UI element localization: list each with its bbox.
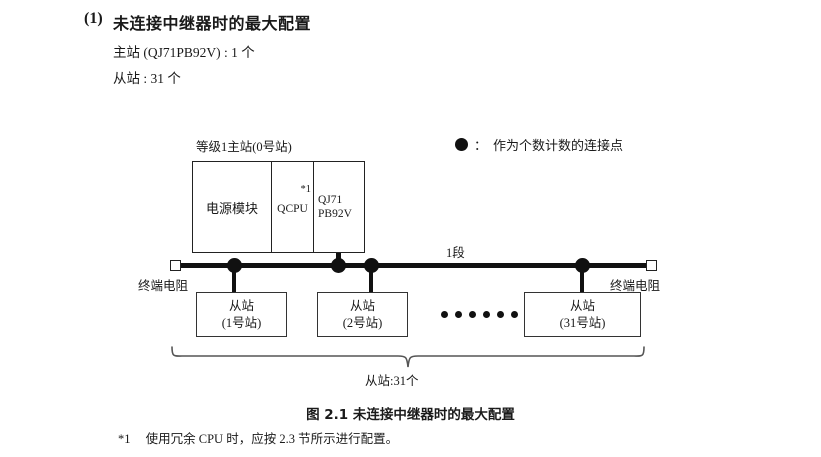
power-module-label: 电源模块 <box>205 200 258 216</box>
terminator-left-label: 终端电阻 <box>138 279 189 293</box>
network-module-label-line2: PB92V <box>318 208 352 220</box>
ellipsis-dot <box>497 311 504 318</box>
figure-caption: 图 2.1 未连接中继器时的最大配置 <box>306 407 515 423</box>
footnote-text: 使用冗余 CPU 时，应按 2.3 节所示进行配置。 <box>145 432 399 446</box>
drop-line-slave1 <box>232 265 236 293</box>
legend: ： 作为个数计数的连接点 <box>455 135 623 154</box>
master-station-label: 等级1主站(0号站) <box>196 140 292 154</box>
slave-station-box-1: 从站 (1号站) <box>196 292 287 337</box>
filled-circle-icon <box>455 138 468 151</box>
legend-separator: ： <box>474 138 488 153</box>
terminator-right-label: 终端电阻 <box>610 279 661 293</box>
power-module-cell: 电源模块 <box>193 162 272 252</box>
spec-slave-count: 从站 : 31 个 <box>113 71 181 86</box>
master-station-module: 电源模块 QCPU *1 QJ71 PB92V <box>192 161 365 253</box>
cpu-module-label: QCPU <box>277 203 308 215</box>
slave-station-box-31: 从站 (31号站) <box>524 292 641 337</box>
network-module-label-line1: QJ71 <box>318 193 343 206</box>
brace-label: 从站:31个 <box>365 374 419 388</box>
spec-master-count: 主站 (QJ71PB92V) : 1 个 <box>113 45 255 60</box>
footnote-mark: *1 <box>118 432 131 446</box>
slave-name: 从站 <box>349 299 375 314</box>
ellipsis-dot <box>483 311 490 318</box>
ellipsis-dot <box>455 311 462 318</box>
legend-label: 作为个数计数的连接点 <box>493 138 624 153</box>
slave-count-brace <box>171 346 645 368</box>
terminator-left-icon <box>170 260 181 271</box>
slave-station-box-2: 从站 (2号站) <box>317 292 408 337</box>
cpu-module-cell: QCPU *1 <box>272 162 314 252</box>
ellipsis-dot <box>511 311 518 318</box>
terminator-right-icon <box>646 260 657 271</box>
segment-label: 1段 <box>446 246 465 260</box>
drop-line-slave2 <box>369 265 373 293</box>
connection-node-master <box>331 258 346 273</box>
slave-station-number: (31号站) <box>559 315 606 330</box>
page-title: 未连接中继器时的最大配置 <box>113 14 312 33</box>
slave-name: 从站 <box>569 299 595 314</box>
network-module-label: QJ71 PB92V <box>318 193 352 222</box>
bus-trunk-line <box>177 263 651 268</box>
slave-station-number: (2号站) <box>342 315 383 330</box>
slave-name: 从站 <box>228 299 254 314</box>
ellipsis-dot <box>469 311 476 318</box>
slave-station-number: (1号站) <box>221 315 262 330</box>
footnote: *1 使用冗余 CPU 时，应按 2.3 节所示进行配置。 <box>118 428 398 447</box>
drop-line-slave31 <box>580 265 584 293</box>
ellipsis-dot <box>441 311 448 318</box>
cpu-footnote-ref: *1 <box>300 184 312 195</box>
heading-number: (1) <box>84 10 103 27</box>
ellipsis-dots <box>441 311 518 318</box>
network-module-cell: QJ71 PB92V <box>314 162 364 252</box>
